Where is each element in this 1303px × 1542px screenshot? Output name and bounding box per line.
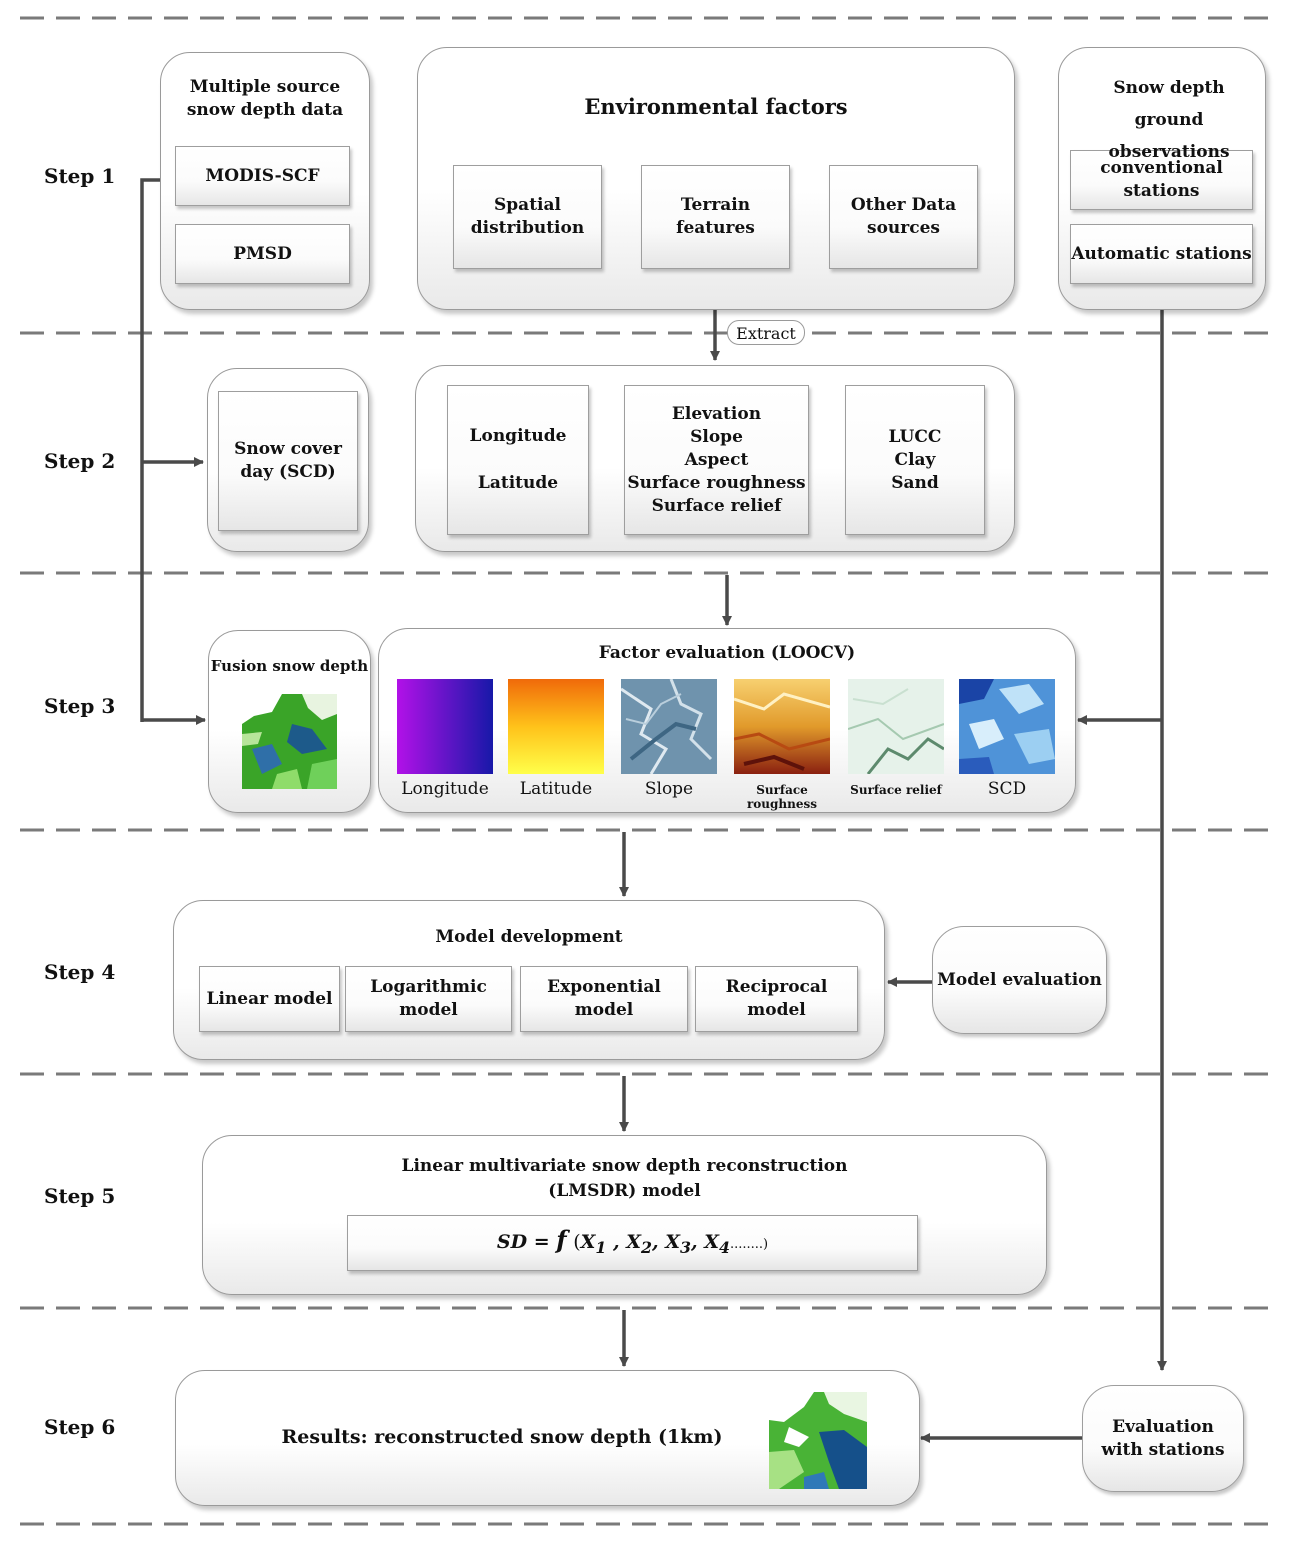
surface-relief-caption: Surface relief [850, 783, 942, 797]
factor-sand: Sand [891, 472, 939, 493]
model-development-title: Model development [435, 927, 623, 947]
conventional-stations-box: conventional stations [1070, 150, 1253, 210]
formula-open: ( [573, 1230, 581, 1253]
formula-var-1: X1 , [580, 1230, 627, 1257]
latitude-thumbnail [508, 679, 604, 774]
formula-eq: = [533, 1230, 550, 1253]
surface-roughness-thumbnail [734, 679, 830, 774]
step-6-label: Step 6 [44, 1415, 116, 1439]
fusion-snow-depth-title: Fusion snow depth [210, 657, 369, 675]
multi-source-title: Multiple source snow depth data [186, 77, 344, 120]
ground-observations-title: Snow depth ground observations [1108, 78, 1230, 162]
step-2-label: Step 2 [44, 449, 116, 473]
factor-aspect: Aspect [684, 449, 749, 470]
spatial-distribution-box: Spatial distribution [453, 165, 602, 269]
formula-box: SD = f (X1 , X2, X3, X4........) [347, 1215, 918, 1271]
factor-evaluation-title: Factor evaluation (LOOCV) [598, 643, 856, 663]
factor-surface-roughness: Surface roughness [627, 472, 806, 493]
step-4-label: Step 4 [44, 960, 116, 984]
other-data-sources-box: Other Data sources [829, 165, 978, 269]
reconstructed-snow-depth-map [769, 1392, 867, 1489]
terrain-factors-box: Elevation Slope Aspect Surface roughness… [624, 385, 809, 535]
surface-relief-thumbnail [848, 679, 944, 774]
formula-tail: ........) [730, 1236, 769, 1252]
results-title: Results: reconstructed snow depth (1km) [281, 1426, 723, 1448]
scd-caption: SCD [987, 779, 1027, 799]
formula-var-2: X2, [626, 1230, 666, 1257]
other-factors-box: LUCC Clay Sand [845, 385, 985, 535]
model-evaluation-box: Model evaluation [932, 926, 1107, 1034]
slope-caption: Slope [644, 779, 694, 799]
slope-thumbnail [621, 679, 717, 774]
extract-label: Extract [727, 320, 805, 345]
spatial-factors-box: Longitude Latitude [447, 385, 589, 535]
formula-lhs: SD [496, 1230, 528, 1253]
longitude-caption: Longitude [401, 779, 489, 799]
pmsd-box: PMSD [175, 224, 350, 284]
section-separators [20, 16, 1280, 1526]
scd-thumbnail [959, 679, 1055, 774]
factor-latitude: Latitude [477, 473, 559, 493]
linear-model-box: Linear model [199, 966, 340, 1032]
terrain-features-box: Terrain features [641, 165, 790, 269]
lmsdr-title-line1: Linear multivariate snow depth reconstru… [401, 1156, 848, 1176]
exponential-model-box: Exponential model [520, 966, 688, 1032]
lmsdr-title: Linear multivariate snow depth reconstru… [202, 1154, 1047, 1204]
step-3-label: Step 3 [44, 694, 116, 718]
lmsdr-title-line2: (LMSDR) model [548, 1181, 701, 1201]
snow-cover-day-box: Snow cover day (SCD) [218, 391, 358, 531]
step-1-label: Step 1 [44, 164, 116, 188]
modis-scf-box: MODIS-SCF [175, 146, 350, 206]
automatic-stations-box: Automatic stations [1070, 224, 1253, 284]
evaluation-with-stations-box: Evaluation with stations [1082, 1385, 1244, 1492]
factor-slope: Slope [690, 426, 743, 447]
step-5-label: Step 5 [44, 1184, 116, 1208]
formula-var-3: X3, [665, 1230, 705, 1257]
longitude-thumbnail [397, 679, 493, 774]
factor-longitude: Longitude [469, 426, 567, 446]
factor-lucc: LUCC [888, 426, 942, 447]
reciprocal-model-box: Reciprocal model [695, 966, 858, 1032]
formula-expression: SD = f (X1 , X2, X3, X4........) [496, 1224, 769, 1259]
formula-var-4: X4 [704, 1230, 730, 1257]
fusion-snow-depth-map [242, 694, 337, 789]
surface-roughness-caption: Surface roughness [746, 783, 818, 811]
logarithmic-model-box: Logarithmic model [345, 966, 512, 1032]
factor-elevation: Elevation [671, 403, 762, 424]
environmental-factors-title: Environmental factors [584, 94, 848, 119]
formula-fn: f [556, 1224, 567, 1254]
factor-clay: Clay [894, 449, 936, 470]
latitude-caption: Latitude [519, 779, 593, 799]
factor-surface-relief: Surface relief [651, 495, 782, 516]
